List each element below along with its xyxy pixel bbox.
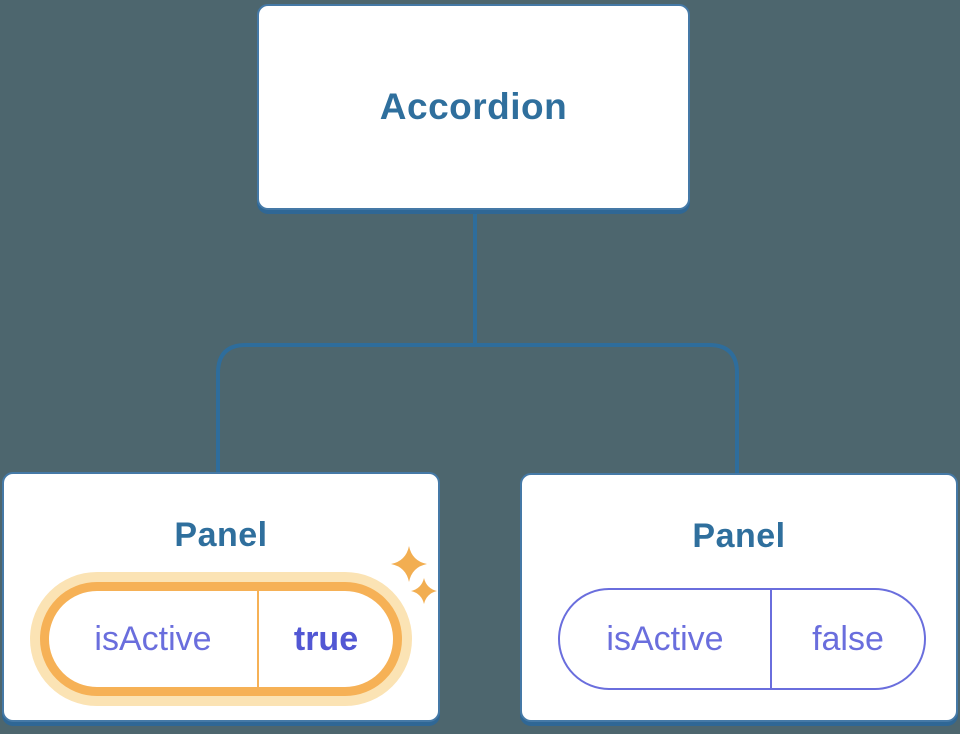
component-card-panel-inactive: Panel isActive false <box>520 473 958 722</box>
state-name-cell: isActive <box>94 619 212 658</box>
sparkle-small-icon <box>411 578 437 604</box>
sparkle-icon <box>391 546 437 604</box>
state-value-cell: true <box>293 619 359 658</box>
pill-divider <box>257 591 259 687</box>
component-name: Panel <box>692 517 786 555</box>
component-name: Accordion <box>379 86 568 127</box>
component-card-panel-active: Panel isActive true <box>2 472 440 722</box>
state-pill-active: isActive true <box>40 582 402 696</box>
component-name: Panel <box>174 516 268 554</box>
pill-divider <box>770 590 772 688</box>
connector-branches <box>216 343 739 476</box>
state-name-cell: isActive <box>606 619 724 658</box>
component-card-accordion: Accordion <box>257 4 690 210</box>
sparkle-large-icon <box>391 546 427 582</box>
state-value-cell: false <box>812 619 884 658</box>
state-pill-inactive: isActive false <box>558 588 926 690</box>
